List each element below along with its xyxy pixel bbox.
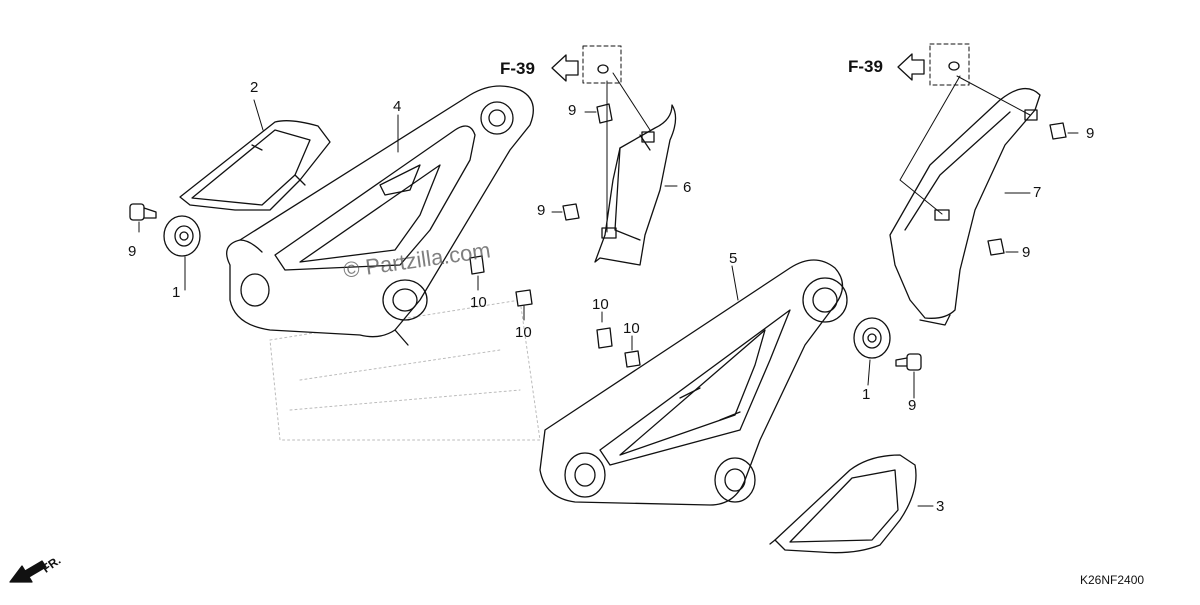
part-4-frame-cover-left: [226, 85, 534, 346]
ref-label-right[interactable]: F-39: [848, 57, 883, 76]
ref-arrows: [551, 53, 925, 82]
part-8-bolt-right: [895, 353, 922, 371]
part-6-side-cover-left: [594, 104, 677, 266]
leader-lines: [138, 72, 1079, 507]
callout-8-right: 9: [908, 397, 917, 414]
part-1-grommet-left: [163, 215, 201, 257]
part-8-bolt-left: [129, 203, 157, 221]
dashed-reference-boxes: [582, 43, 970, 86]
callout-2: 2: [250, 79, 259, 96]
callout-5: 5: [729, 250, 738, 267]
stipple-ghost: [269, 299, 541, 441]
part-2-small-cover: [179, 120, 331, 211]
part-3-small-cover: [769, 454, 917, 554]
callout-10-a: 10: [470, 294, 487, 311]
callout-10-b: 10: [515, 324, 532, 341]
part-10-grommets: [469, 255, 641, 368]
part-5-frame-cover-right: [539, 259, 848, 506]
front-arrow-icon: [9, 560, 47, 583]
callout-10-c: 10: [592, 296, 609, 313]
part-9-clips: [562, 103, 1067, 256]
callout-7: 7: [1033, 184, 1042, 201]
callout-4: 4: [393, 98, 402, 115]
part-1-grommet-right: [853, 317, 891, 359]
callout-10-d: 10: [623, 320, 640, 337]
callout-9-b: 9: [537, 202, 546, 219]
callout-1-left: 1: [172, 284, 181, 301]
callout-1-right: 1: [862, 386, 871, 403]
callout-9-c: 9: [1086, 125, 1095, 142]
ref-label-left[interactable]: F-39: [500, 59, 535, 78]
callout-9-a: 9: [568, 102, 577, 119]
drawing-code: K26NF2400: [1080, 573, 1145, 587]
callout-3: 3: [936, 498, 945, 515]
callout-9-d: 9: [1022, 244, 1031, 261]
part-7-side-cover-right: [889, 88, 1041, 326]
callout-6: 6: [683, 179, 692, 196]
callout-8-left: 9: [128, 243, 137, 260]
screw-small: [597, 61, 960, 74]
